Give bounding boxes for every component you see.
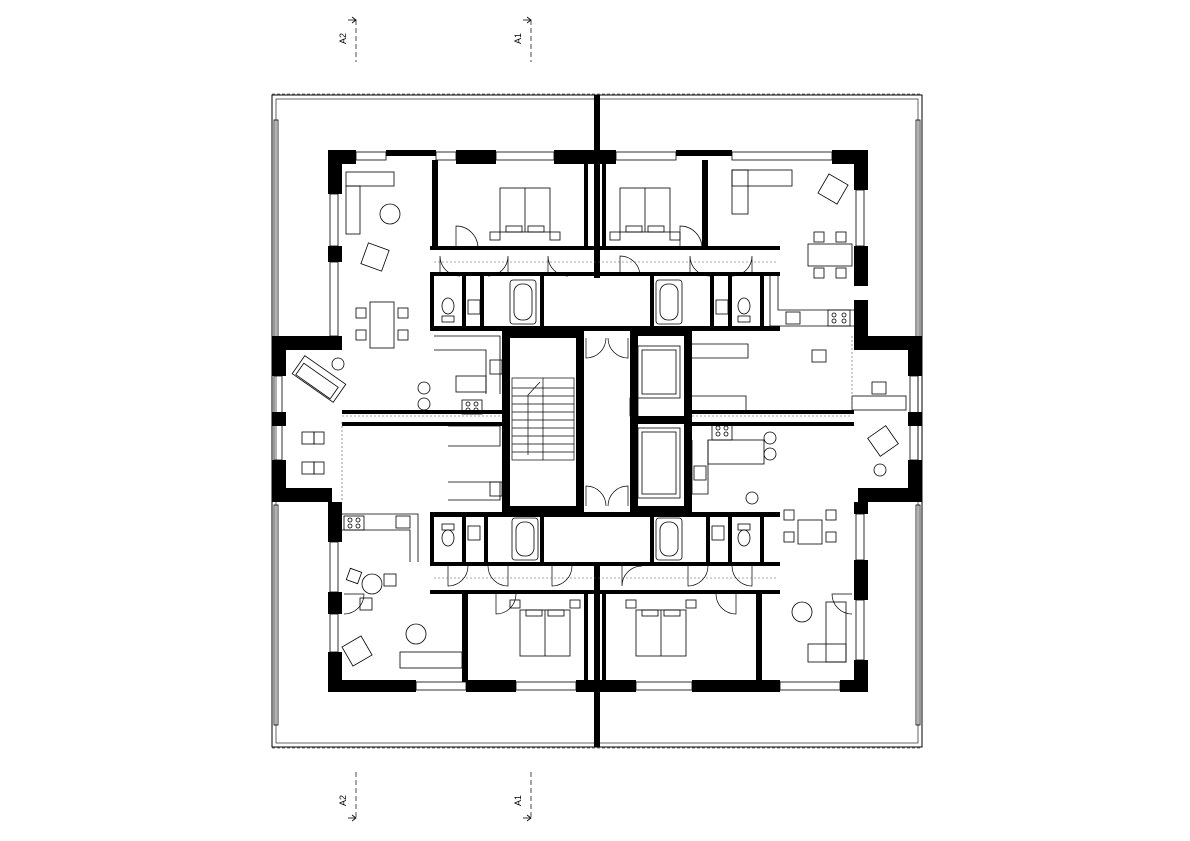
exterior-walls bbox=[272, 150, 922, 692]
section-marker-bottom-a1: A1 bbox=[513, 772, 532, 822]
sofa bbox=[291, 169, 887, 669]
windows bbox=[273, 119, 921, 726]
kitchen-counter bbox=[342, 276, 854, 562]
section-marker-bottom-a2: A2 bbox=[338, 772, 357, 822]
bathtub bbox=[509, 279, 683, 561]
interior-walls bbox=[342, 150, 854, 692]
doors bbox=[343, 225, 853, 615]
section-label: A2 bbox=[338, 795, 348, 806]
stair bbox=[511, 377, 575, 461]
bed bbox=[489, 187, 561, 241]
section-label: A2 bbox=[338, 33, 348, 44]
balcony-divider-walls bbox=[272, 95, 922, 747]
section-marker-top-a1: A1 bbox=[513, 16, 532, 62]
bed bbox=[625, 599, 697, 657]
bed bbox=[509, 599, 581, 657]
bed bbox=[609, 187, 681, 241]
section-label: A1 bbox=[513, 795, 523, 806]
desk bbox=[301, 349, 907, 475]
section-marker-top-a2: A2 bbox=[338, 16, 357, 62]
dining-table bbox=[345, 231, 853, 611]
armchair bbox=[341, 173, 899, 667]
section-label: A1 bbox=[513, 33, 523, 44]
threshold-lines bbox=[341, 261, 853, 579]
elevator bbox=[629, 345, 681, 499]
toilet bbox=[441, 297, 751, 547]
sink bbox=[395, 299, 801, 541]
